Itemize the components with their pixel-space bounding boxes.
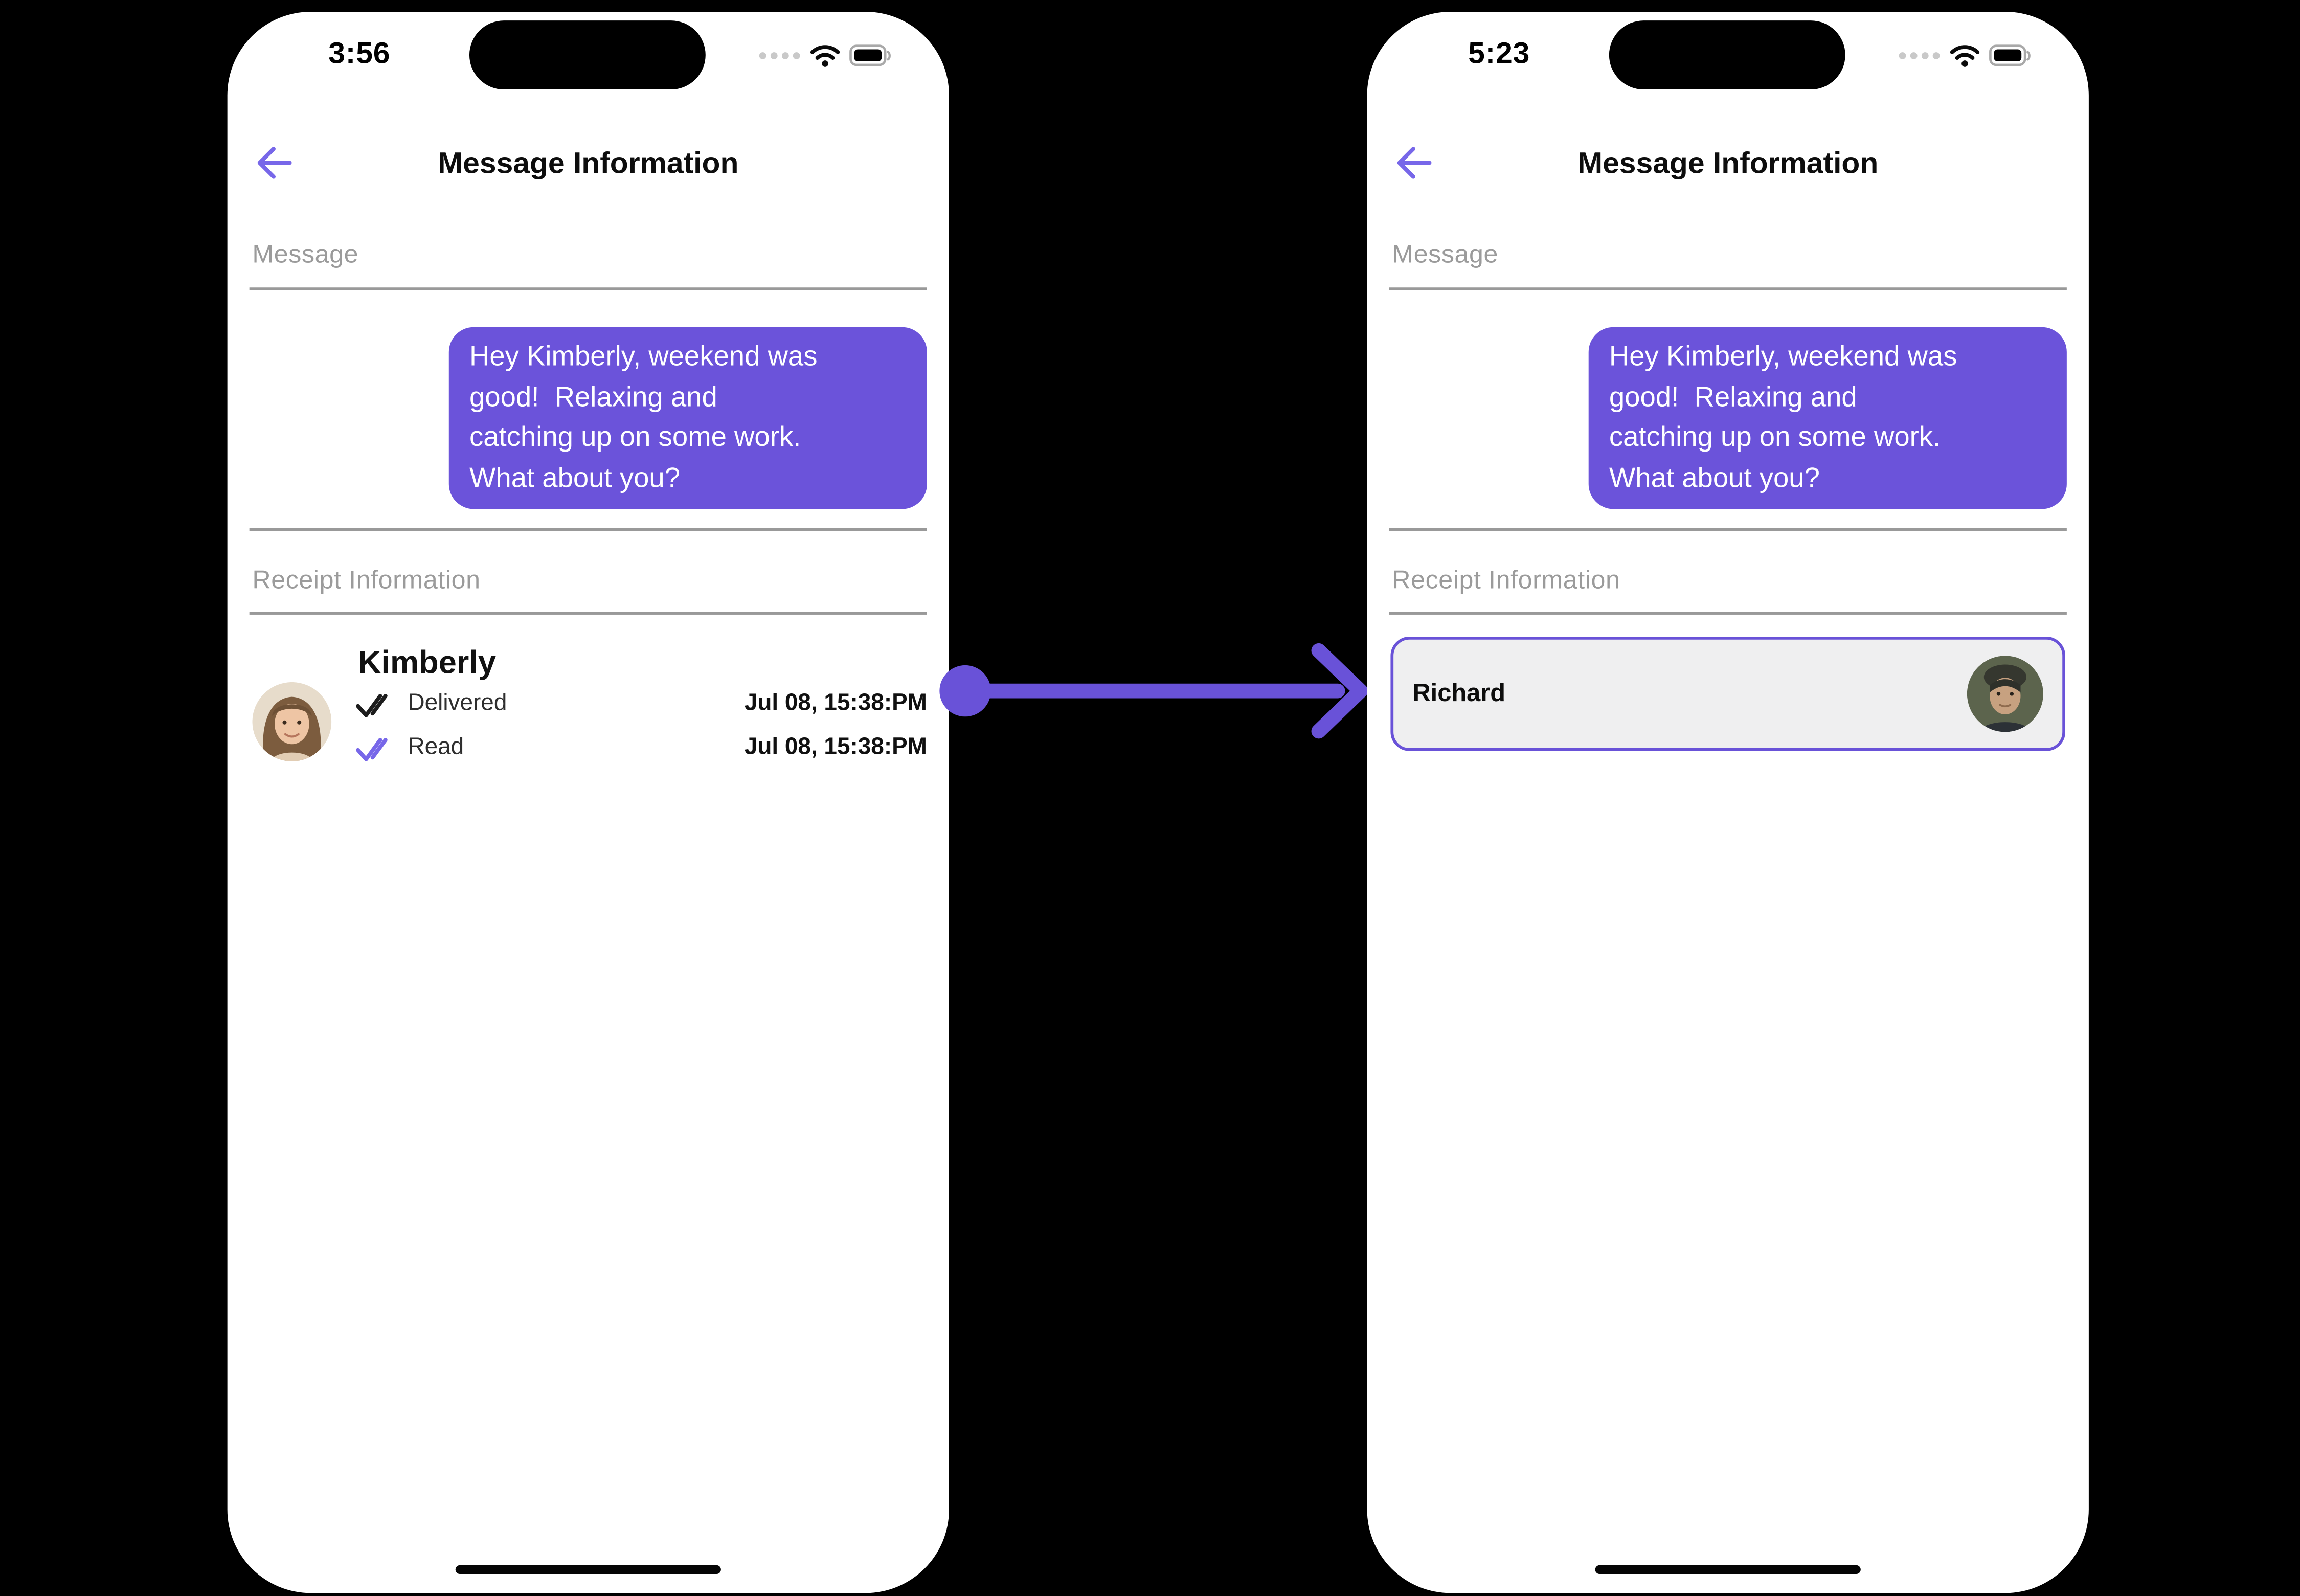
read-label: Read bbox=[408, 735, 464, 760]
page-title: Message Information bbox=[1577, 146, 1879, 181]
double-check-icon bbox=[356, 738, 388, 761]
home-indicator[interactable] bbox=[455, 1564, 721, 1575]
read-timestamp: Jul 08, 15:38:PM bbox=[744, 735, 927, 760]
read-row: Read Jul 08, 15:38:PM bbox=[355, 731, 927, 766]
cellular-signal-icon bbox=[759, 52, 800, 59]
recipient-name: Richard bbox=[1412, 679, 1506, 707]
delivered-label: Delivered bbox=[408, 691, 507, 716]
message-bubble: Hey Kimberly, weekend was good! Relaxing… bbox=[448, 327, 927, 509]
dynamic-island bbox=[469, 20, 706, 89]
status-bar-icons bbox=[1898, 42, 2033, 69]
section-divider bbox=[249, 287, 927, 290]
section-divider bbox=[1389, 287, 2067, 290]
home-indicator[interactable] bbox=[1595, 1564, 1861, 1575]
iphone-frame-right: 5:23 Message Information Message bbox=[1367, 11, 2089, 1593]
back-arrow-icon[interactable] bbox=[254, 142, 295, 183]
battery-icon bbox=[1989, 44, 2031, 66]
flow-arrow-right-icon bbox=[939, 643, 1368, 739]
status-bar-time: 3:56 bbox=[328, 36, 391, 71]
wifi-icon bbox=[810, 45, 840, 67]
message-bubble: Hey Kimberly, weekend was good! Relaxing… bbox=[1588, 327, 2067, 509]
section-divider bbox=[1389, 528, 2067, 531]
delivered-timestamp: Jul 08, 15:38:PM bbox=[744, 691, 927, 716]
battery-icon bbox=[849, 44, 891, 66]
message-section-label: Message bbox=[1392, 239, 1499, 268]
recipient-name: Kimberly bbox=[357, 644, 497, 681]
back-arrow-icon[interactable] bbox=[1393, 142, 1434, 183]
delivered-row: Delivered Jul 08, 15:38:PM bbox=[355, 687, 927, 722]
dynamic-island bbox=[1609, 20, 1845, 89]
wifi-icon bbox=[1950, 45, 1980, 67]
section-divider bbox=[249, 612, 927, 615]
receipt-section-label: Receipt Information bbox=[252, 565, 481, 594]
iphone-frame-left: 3:56 Message Information Message bbox=[227, 11, 949, 1593]
message-section-label: Message bbox=[252, 239, 359, 268]
receipt-section-label: Receipt Information bbox=[1392, 565, 1620, 594]
page-title: Message Information bbox=[438, 146, 739, 181]
cellular-signal-icon bbox=[1899, 52, 1940, 59]
recipient-row-richard[interactable]: Richard bbox=[1390, 636, 2065, 751]
double-check-icon bbox=[356, 693, 388, 717]
section-divider bbox=[249, 528, 927, 531]
section-divider bbox=[1389, 612, 2067, 615]
status-bar-time: 5:23 bbox=[1468, 36, 1530, 71]
status-bar-icons bbox=[758, 42, 893, 69]
kimberly-avatar bbox=[252, 682, 332, 761]
richard-avatar bbox=[1967, 656, 2043, 732]
